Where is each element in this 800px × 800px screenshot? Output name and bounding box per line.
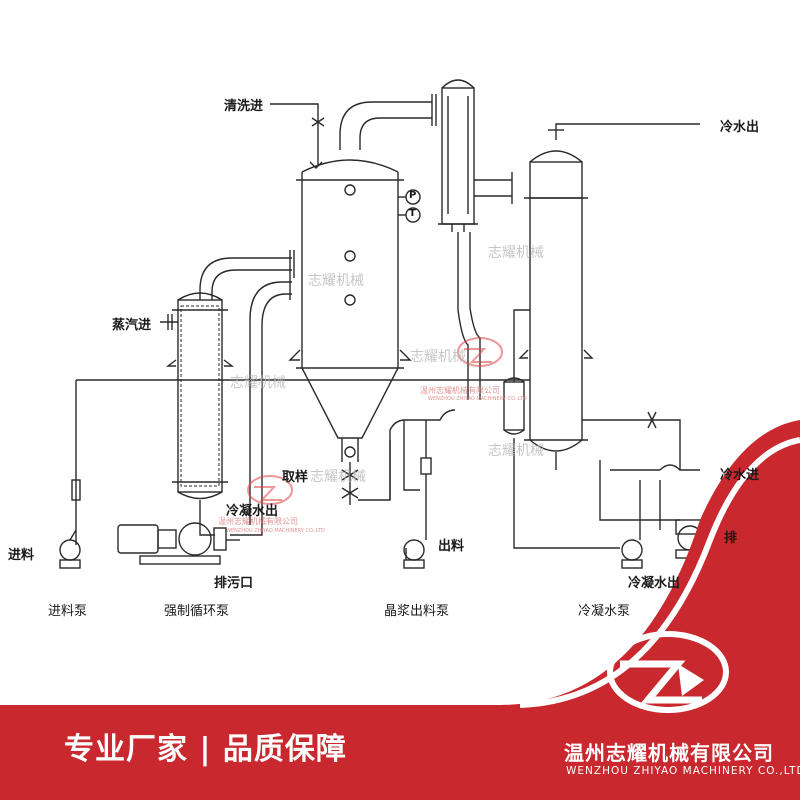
temperature-gauge-label: T (409, 208, 416, 219)
watermark-company-small: 温州志耀机械有限公司 (420, 386, 500, 395)
watermark-logo-icon (457, 337, 503, 367)
feed-pump (59, 529, 81, 569)
watermark-company-small: 温州志耀机械有限公司 (218, 517, 298, 526)
vapor-pipe (339, 94, 437, 150)
heat-exchanger (160, 292, 235, 520)
watermark-brand: 志耀机械 (308, 273, 364, 289)
watermark-logo-icon (247, 475, 293, 505)
label-sample: 取样 (282, 470, 309, 485)
footer-company-name-en: WENZHOU ZHIYAO MACHINERY CO.,LTD (566, 765, 800, 777)
label-cold-water-out: 冷水出 (720, 120, 760, 135)
receiver-tank (503, 309, 530, 470)
label-drain: 排污口 (214, 576, 254, 591)
crystal-slurry-pump (403, 539, 425, 569)
cold-water-in-line (582, 411, 700, 471)
separator-vessel (288, 159, 421, 505)
caption-condensate-pump: 冷凝水泵 (578, 604, 631, 619)
footer-company-name: 温州志耀机械有限公司 (564, 741, 774, 765)
label-right-edge: 排 (724, 531, 738, 546)
condensate-line (513, 460, 680, 549)
footer-red-band (0, 420, 800, 800)
circulation-pump (117, 522, 240, 565)
label-condensate-out-right: 冷凝水出 (628, 576, 681, 591)
condenser (518, 123, 700, 470)
footer-white-swoosh (519, 437, 800, 708)
feed-header-line (71, 379, 530, 545)
label-feed: 进料 (8, 548, 35, 563)
footer-slogan: 专业厂家 | 品质保障 (64, 732, 347, 767)
watermark-company-small-en: WENZHOU ZHIYAO MACHINERY CO.,LTD (226, 528, 325, 534)
label-wash-in: 清洗进 (224, 99, 264, 114)
discharge-line (358, 409, 456, 560)
caption-crystal-slurry-pump: 晶浆出料泵 (384, 604, 450, 619)
watermark-company-small-en: WENZHOU ZHIYAO MACHINERY CO.,LTD (428, 396, 527, 402)
label-discharge: 出料 (438, 539, 465, 554)
label-steam-in: 蒸汽进 (112, 318, 152, 333)
watermark-brand: 志耀机械 (230, 375, 286, 391)
label-condensate-out: 冷凝水出 (226, 504, 279, 519)
caption-feed-pump: 进料泵 (48, 604, 88, 619)
label-cold-water-in: 冷水进 (720, 468, 760, 483)
watermark-brand: 志耀机械 (488, 245, 544, 261)
watermark-brand: 志耀机械 (310, 469, 366, 485)
caption-circulation-pump: 强制循环泵 (164, 604, 230, 619)
wash-inlet-line (270, 103, 325, 169)
zhiyao-logo-icon (607, 631, 729, 713)
pressure-gauge-label: P (409, 190, 417, 201)
watermark-brand: 志耀机械 (488, 443, 544, 459)
watermark-brand: 志耀机械 (410, 349, 466, 365)
